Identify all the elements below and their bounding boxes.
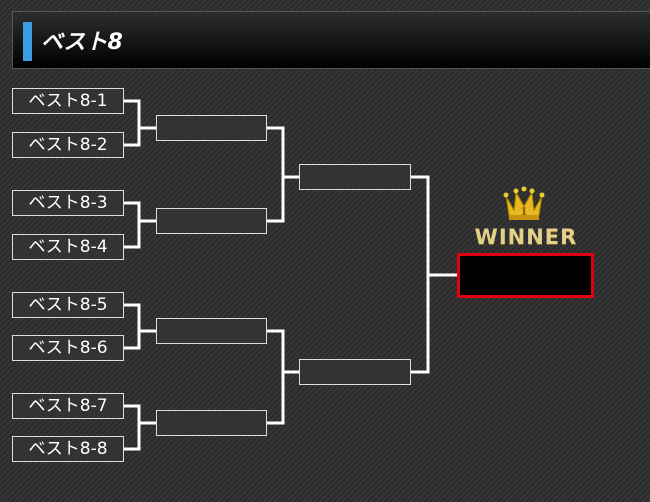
section-header: ベスト8 — [12, 11, 650, 69]
entry-best8-6: ベスト8-6 — [12, 335, 124, 361]
entry-best8-2: ベスト8-2 — [12, 132, 124, 158]
semifinal-slot — [156, 410, 267, 436]
semifinal-slot — [156, 208, 267, 234]
semifinal-slot — [156, 318, 267, 344]
winner-label: WINNER — [474, 225, 578, 249]
entry-best8-4: ベスト8-4 — [12, 234, 124, 260]
crown-icon: 1 — [503, 186, 545, 220]
entry-best8-8: ベスト8-8 — [12, 436, 124, 462]
final-slot — [299, 359, 411, 385]
entry-best8-1: ベスト8-1 — [12, 88, 124, 114]
entry-best8-3: ベスト8-3 — [12, 190, 124, 216]
accent-bar — [23, 22, 32, 61]
winner-slot — [457, 253, 594, 298]
final-slot — [299, 164, 411, 190]
semifinal-slot — [156, 115, 267, 141]
svg-text:1: 1 — [520, 205, 528, 218]
entry-best8-5: ベスト8-5 — [12, 292, 124, 318]
entry-best8-7: ベスト8-7 — [12, 393, 124, 419]
page-title: ベスト8 — [41, 30, 123, 55]
